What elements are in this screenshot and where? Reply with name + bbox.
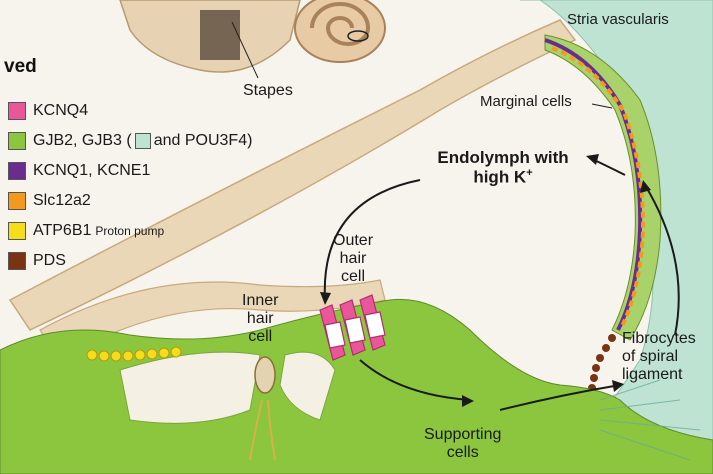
leader-lines — [592, 104, 612, 108]
swatch-atp6b1 — [8, 222, 26, 240]
legend-item-pds: PDS — [8, 246, 252, 276]
legend-item-gjb2: GJB2, GJB3 ( and POU3F4) — [8, 126, 252, 156]
ear-inset — [120, 0, 385, 78]
swatch-gjb2 — [8, 132, 26, 150]
label-supporting-cells: Supporting cells — [424, 426, 501, 462]
swatch-slc12a2 — [8, 192, 26, 210]
legend-item-kcnq1: KCNQ1, KCNE1 — [8, 156, 252, 186]
gene-legend: KCNQ4 GJB2, GJB3 ( and POU3F4) KCNQ1, KC… — [8, 96, 252, 276]
label-outer-hair-cell: Outer hair cell — [333, 232, 373, 286]
legend-item-atp6b1: ATP6B1 Proton pump — [8, 216, 252, 246]
pds-cells — [588, 334, 616, 392]
swatch-pds — [8, 252, 26, 270]
label-stapes: Stapes — [243, 82, 293, 100]
swatch-kcnq1 — [8, 162, 26, 180]
swatch-pou3f4 — [135, 133, 151, 149]
label-fibrocytes: Fibrocytes of spiral ligament — [622, 330, 696, 384]
label-marginal-cells: Marginal cells — [480, 94, 572, 111]
legend-heading: ved — [4, 56, 37, 78]
legend-item-kcnq4: KCNQ4 — [8, 96, 252, 126]
label-inner-hair-cell: Inner hair cell — [242, 292, 278, 346]
label-endolymph: Endolymph with high K+ — [428, 148, 578, 187]
legend-item-slc12a2: Slc12a2 — [8, 186, 252, 216]
swatch-kcnq4 — [8, 102, 26, 120]
label-stria-vascularis: Stria vascularis — [567, 12, 669, 29]
inner-hair-cell — [255, 357, 275, 393]
